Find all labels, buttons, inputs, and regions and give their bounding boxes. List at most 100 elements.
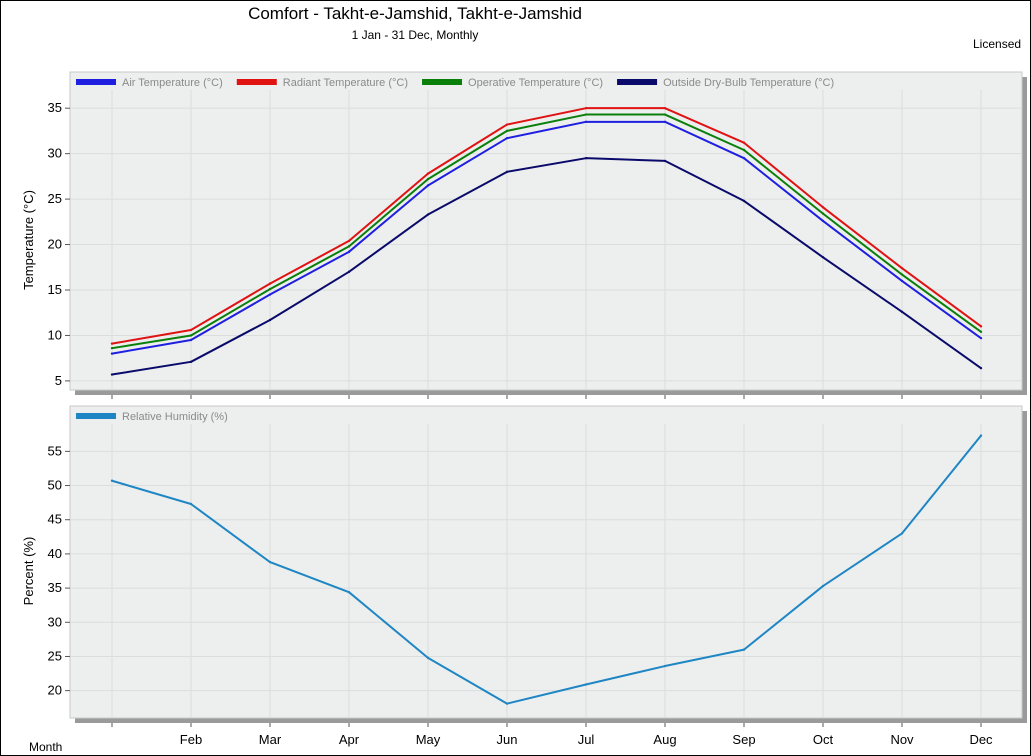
data-point — [979, 336, 983, 340]
data-point — [742, 199, 746, 203]
legend-label: Outside Dry-Bulb Temperature (°C) — [663, 77, 834, 89]
x-tick-label: Jun — [497, 732, 518, 747]
data-point — [584, 683, 588, 686]
data-point — [979, 434, 983, 437]
data-point — [900, 532, 904, 535]
data-point — [742, 148, 746, 152]
series-line-temperature-2 — [111, 113, 982, 350]
data-point — [426, 177, 430, 181]
data-point — [268, 293, 272, 296]
humidity-y-tick-label: 55 — [48, 443, 62, 458]
data-point — [189, 328, 193, 332]
humidity-y-tick-label: 35 — [48, 580, 62, 595]
x-tick-label: May — [416, 732, 441, 747]
chart-subtitle: 1 Jan - 31 Dec, Monthly — [351, 28, 479, 42]
data-point — [584, 156, 588, 160]
x-tick-label: Feb — [180, 732, 202, 747]
data-point — [426, 184, 430, 187]
legend-swatch — [76, 413, 116, 419]
data-point — [110, 373, 114, 376]
data-point — [742, 648, 746, 651]
data-point — [663, 120, 667, 124]
data-point — [663, 113, 667, 116]
data-point — [979, 366, 983, 370]
data-point — [347, 239, 351, 243]
x-axis-label: Month — [29, 740, 63, 754]
data-point — [900, 279, 904, 283]
humidity-y-tick-label: 30 — [48, 614, 62, 629]
data-point — [821, 256, 825, 259]
humidity-panel — [69, 405, 1023, 719]
data-point — [505, 702, 509, 705]
data-point — [505, 123, 509, 126]
data-point — [821, 212, 825, 215]
series-line-temperature-1 — [111, 107, 982, 345]
data-point — [110, 346, 114, 350]
data-point — [900, 266, 904, 270]
humidity-y-tick-label: 20 — [48, 683, 62, 698]
data-point — [584, 120, 588, 124]
data-point — [505, 129, 509, 133]
legend-swatch — [617, 79, 658, 85]
data-point — [268, 282, 272, 285]
temperature-y-tick-label: 10 — [48, 327, 62, 342]
temperature-y-tick-label: 20 — [48, 237, 62, 252]
data-point — [426, 172, 430, 175]
legend-swatch — [76, 79, 116, 85]
data-point — [663, 664, 667, 668]
data-point — [110, 352, 114, 355]
data-point — [742, 156, 746, 160]
data-point — [268, 287, 272, 291]
legend-label: Relative Humidity (%) — [122, 411, 228, 423]
temperature-y-axis-label: Temperature (°C) — [21, 190, 36, 290]
data-point — [584, 113, 588, 116]
data-point — [426, 656, 430, 660]
data-point — [821, 219, 825, 223]
x-tick-label: Dec — [969, 732, 993, 747]
data-point — [663, 159, 667, 163]
data-point — [347, 245, 351, 248]
temperature-y-tick-label: 25 — [48, 191, 62, 206]
data-point — [110, 342, 114, 345]
x-tick-label: Mar — [259, 732, 282, 747]
data-point — [189, 334, 193, 337]
temperature-y-tick-label: 5 — [55, 373, 62, 388]
temperature-y-tick-label: 15 — [48, 282, 62, 297]
data-point — [821, 206, 825, 209]
data-point — [821, 584, 825, 588]
series-line-temperature-3 — [111, 157, 982, 376]
data-point — [426, 213, 430, 216]
temperature-panel — [69, 71, 1023, 391]
data-point — [347, 270, 351, 274]
legend-swatch — [422, 79, 463, 85]
data-point — [742, 141, 746, 144]
data-point — [189, 360, 193, 364]
legend-label: Operative Temperature (°C) — [468, 77, 603, 89]
data-point — [584, 106, 588, 110]
data-point — [268, 560, 272, 564]
data-point — [663, 106, 667, 110]
data-point — [189, 338, 193, 342]
data-point — [347, 250, 351, 254]
legend-swatch — [236, 79, 277, 85]
humidity-y-tick-label: 45 — [48, 512, 62, 527]
data-point — [347, 590, 351, 594]
legend-label: Air Temperature (°C) — [122, 77, 223, 89]
x-tick-label: Nov — [890, 732, 914, 747]
data-point — [268, 318, 272, 322]
chart-title: Comfort - Takht-e-Jamshid, Takht-e-Jamsh… — [248, 4, 582, 23]
temperature-y-tick-label: 35 — [48, 100, 62, 115]
humidity-y-tick-label: 25 — [48, 648, 62, 663]
data-point — [110, 479, 114, 482]
series-line-humidity-0 — [111, 434, 982, 705]
x-tick-label: Sep — [732, 732, 755, 747]
x-tick-label: Aug — [653, 732, 676, 747]
data-point — [900, 310, 904, 314]
x-tick-label: Oct — [813, 732, 834, 747]
x-tick-label: Apr — [339, 732, 360, 747]
data-point — [979, 325, 983, 328]
humidity-y-tick-label: 50 — [48, 478, 62, 493]
legend-label: Radiant Temperature (°C) — [283, 77, 408, 89]
series-line-temperature-0 — [111, 120, 982, 355]
